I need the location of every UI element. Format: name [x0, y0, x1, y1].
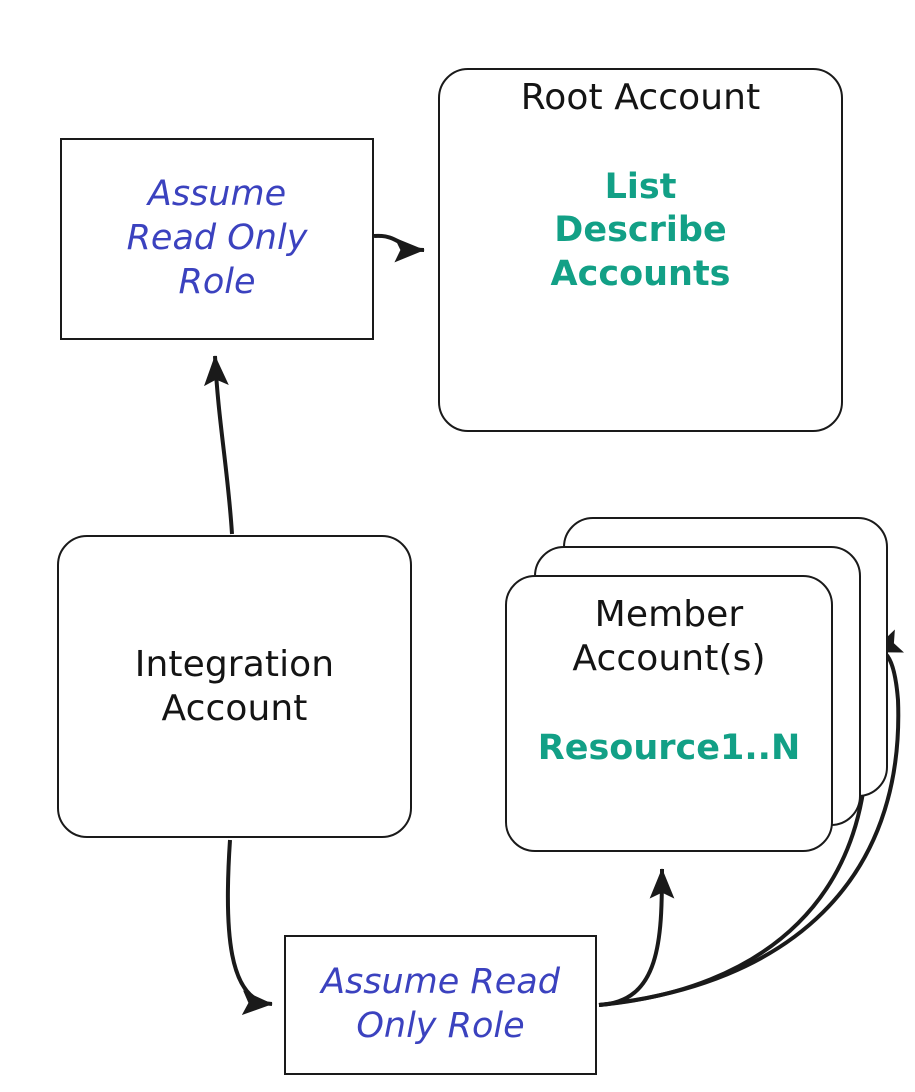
- edge-assume-bottom-to-member-front: [598, 868, 675, 1007]
- assume-role-top-line2: Read Only: [126, 218, 308, 259]
- member-accounts-box[interactable]: Member Account(s) Resource1..N: [505, 575, 833, 852]
- member-accounts-resources: Resource1..N: [537, 727, 801, 768]
- integration-account-line1: Integration: [134, 643, 335, 685]
- edge-integration-to-assume-bottom: [225, 839, 273, 1015]
- root-account-title: Root Account: [520, 77, 761, 118]
- root-account-action-line2: Describe: [554, 210, 727, 251]
- root-account-action-line3: Accounts: [550, 253, 731, 294]
- edge-assume-top-to-root: [373, 233, 425, 263]
- edge-integration-to-assume-top: [204, 355, 234, 535]
- assume-role-top-line3: Role: [178, 261, 256, 302]
- edge-assume-bottom-to-member-back: [598, 629, 905, 1007]
- member-accounts-title-line1: Member: [594, 594, 744, 635]
- assume-role-top-line1: Assume: [147, 174, 287, 215]
- assume-read-only-role-top-box[interactable]: Assume Read Only Role: [60, 138, 374, 340]
- integration-account-line2: Account: [161, 687, 308, 729]
- member-accounts-title-line2: Account(s): [572, 637, 766, 679]
- root-account-action-line1: List: [604, 166, 677, 207]
- integration-account-box[interactable]: Integration Account: [57, 535, 412, 838]
- root-account-box[interactable]: Root Account List Describe Accounts: [438, 68, 843, 432]
- assume-role-bottom-line1: Assume Read: [321, 962, 560, 1003]
- assume-role-bottom-line2: Only Role: [356, 1006, 525, 1046]
- assume-read-only-role-bottom-box[interactable]: Assume Read Only Role: [284, 935, 597, 1075]
